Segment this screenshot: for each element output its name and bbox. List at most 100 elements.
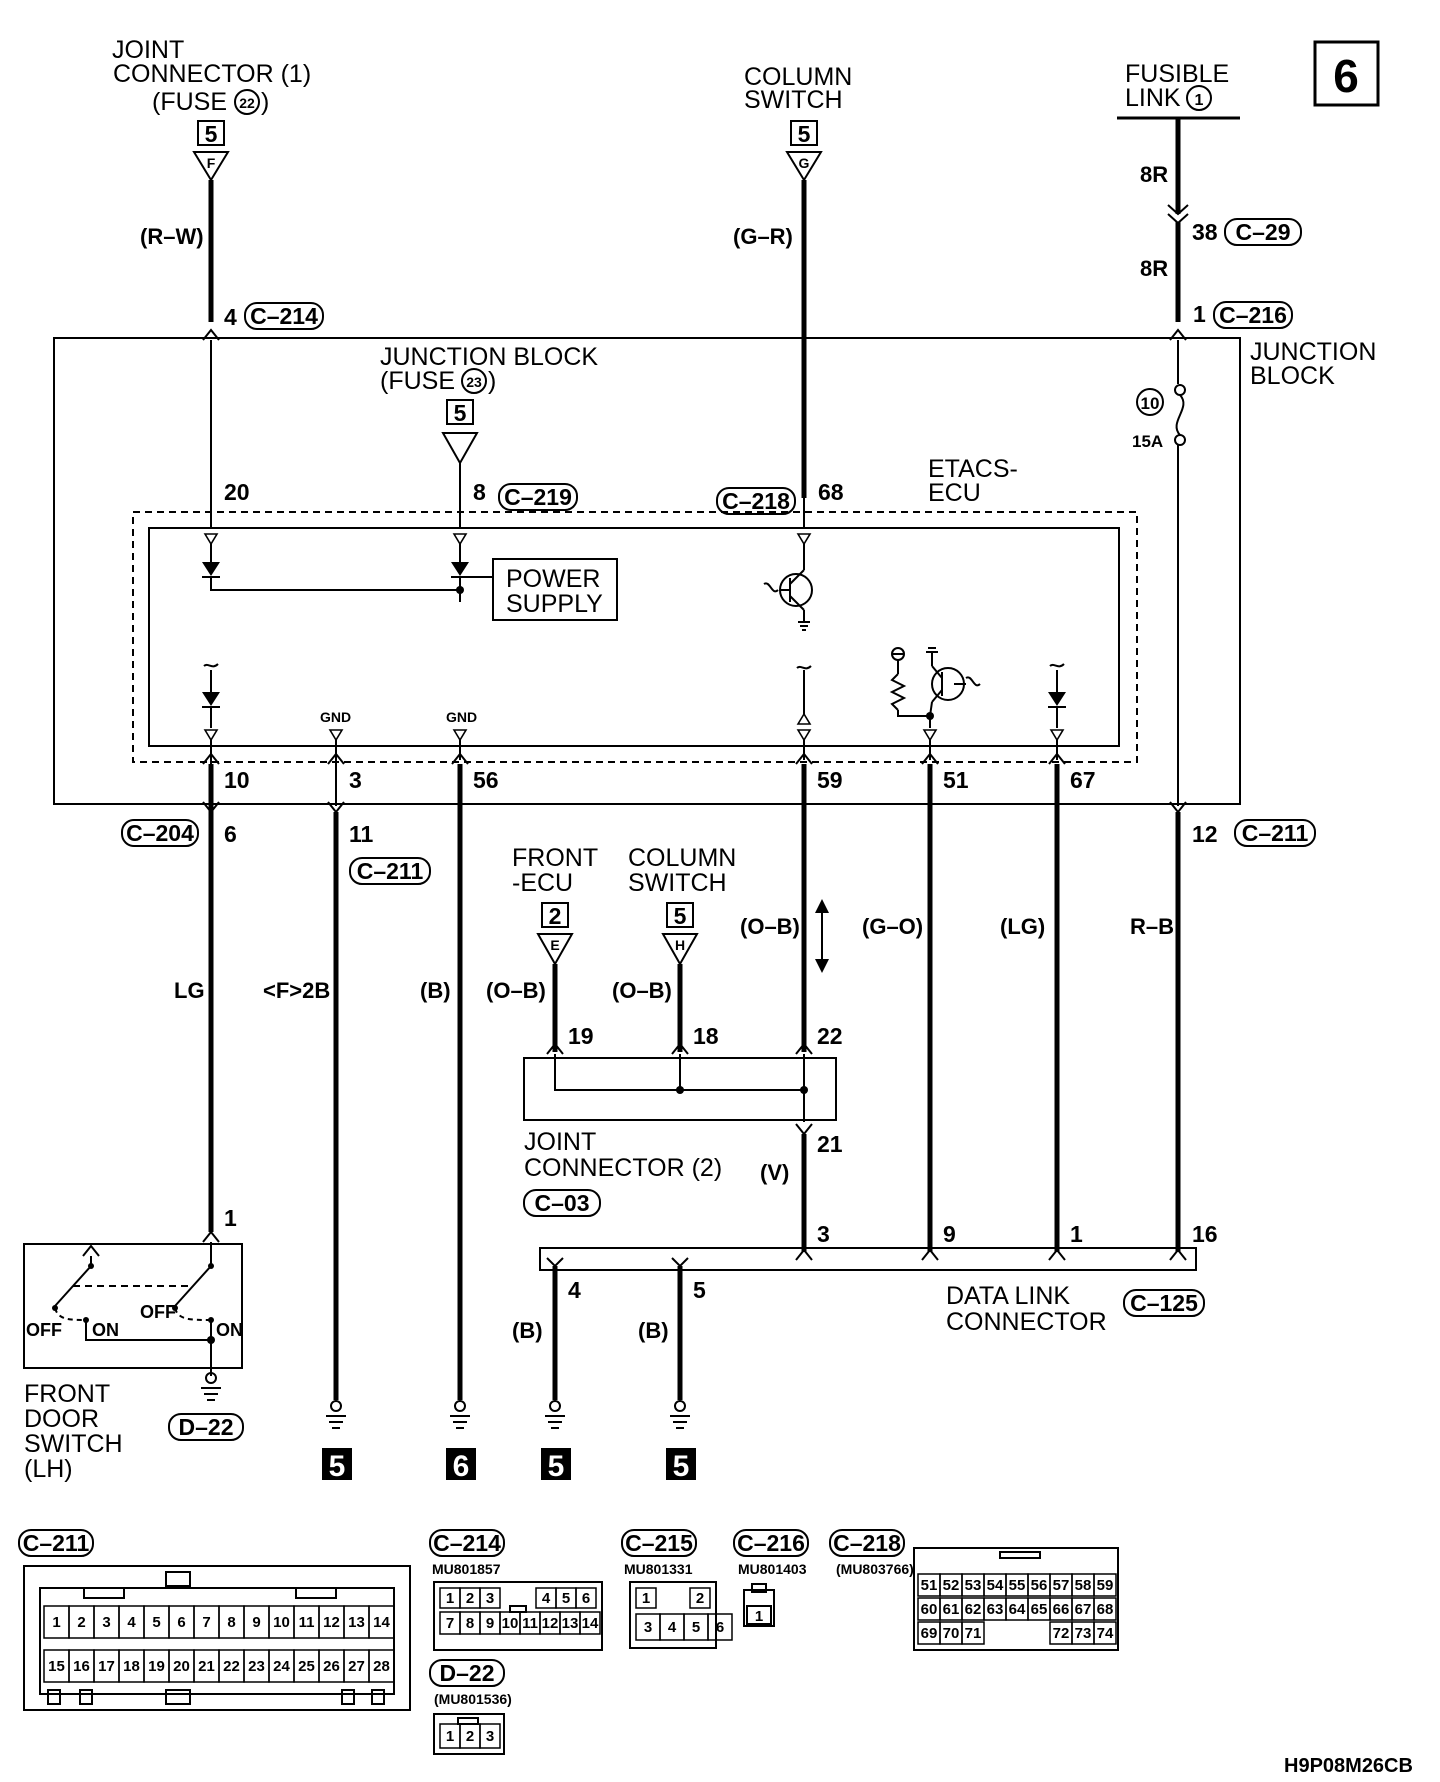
source-label: COLUMN (744, 63, 852, 91)
connector-cell-label: 24 (273, 1658, 290, 1675)
pin-number: 1 (1070, 1221, 1083, 1247)
connector-cell (707, 1613, 733, 1641)
connector-cell-label: 28 (373, 1658, 390, 1675)
pin-triangle (452, 533, 468, 546)
pin-number: 5 (693, 1277, 706, 1303)
connector-cell-label: 13 (348, 1614, 365, 1631)
svg-text:1: 1 (755, 1608, 763, 1625)
diode (202, 562, 220, 576)
svg-text:C–219: C–219 (504, 484, 572, 510)
wire-label: (O–B) (740, 914, 800, 939)
svg-text:SWITCH: SWITCH (24, 1430, 123, 1458)
wire-label: (B) (420, 978, 451, 1003)
connector-cell-label: 54 (987, 1577, 1004, 1594)
ground-symbols: 5 6 5 5 (322, 1400, 696, 1483)
wire-label: (B) (638, 1318, 669, 1343)
connector-cell-label: 2 (696, 1590, 704, 1607)
connector-cell-label: 13 (562, 1615, 579, 1632)
wire-label: LG (174, 978, 205, 1003)
source-label: SWITCH (628, 869, 727, 897)
column-switch-lower-source: COLUMN SWITCH 5 H (628, 844, 736, 967)
connector-cell-label: 9 (486, 1615, 494, 1632)
connector-tag-c219: C–219 (498, 483, 578, 511)
connector-cell-label: 1 (642, 1590, 650, 1607)
connector-cell-label: 59 (1097, 1577, 1114, 1594)
connector-cell-label: 66 (1053, 1601, 1070, 1618)
etacs-ecu-inner (148, 527, 1120, 747)
fuse-23-source: JUNCTION BLOCK (FUSE 23 ) 5 (380, 343, 598, 466)
connector-tag-c218-jb: C–218 (716, 487, 796, 515)
source-label: COLUMN (628, 844, 736, 872)
pin-number: 16 (1192, 1221, 1218, 1247)
ecu-label: ECU (928, 479, 981, 507)
connector-cell-label: 7 (446, 1615, 454, 1632)
ground-ref: 5 (329, 1450, 346, 1483)
pin-arrow (202, 328, 220, 341)
power-supply-box (492, 558, 618, 621)
connector-cell-label: 67 (1075, 1601, 1092, 1618)
svg-text:MU801331: MU801331 (624, 1561, 693, 1577)
connector-cell-label: 58 (1075, 1577, 1092, 1594)
ref-box (197, 120, 225, 146)
drawing-code: H9P08M26CB (1284, 1755, 1413, 1777)
ref-box (790, 120, 818, 146)
source-label: ) (261, 88, 269, 116)
fuse-number-circle (234, 89, 260, 115)
transistor (763, 544, 813, 631)
connector-cell-label: 57 (1053, 1577, 1070, 1594)
svg-text:C–218: C–218 (722, 488, 790, 514)
power-supply-label: POWER (506, 565, 600, 593)
connector-cell (579, 1611, 601, 1635)
connector-triangle (536, 933, 574, 967)
connector-cell-label: 11 (299, 1614, 315, 1631)
connector-cell-label: 5 (692, 1619, 700, 1636)
wire-label: (G–R) (733, 224, 793, 249)
connector-tag-c03 (523, 1189, 601, 1217)
ref-box (541, 902, 569, 928)
etacs-ecu-outline (132, 511, 1138, 763)
connector-cell-label: 2 (466, 1728, 474, 1745)
joint-connector-2: 19 18 22 21 JOINT CONNECTOR (2) C–03 (523, 1023, 843, 1217)
resistor-transistor-51 (889, 647, 981, 742)
junction-block-label: BLOCK (1250, 362, 1335, 390)
svg-text:MU801403: MU801403 (738, 1561, 807, 1577)
connector-cell (689, 1587, 711, 1609)
pin-number: 51 (943, 767, 969, 793)
connector-triangle (785, 151, 823, 182)
junction-block-label: JUNCTION (1250, 338, 1376, 366)
connector-cell-label: 16 (73, 1658, 90, 1675)
source-label: SWITCH (744, 86, 843, 114)
fuse-number: 23 (466, 374, 482, 390)
connector-cell-label: 62 (965, 1601, 982, 1618)
diode (202, 692, 220, 706)
connector-cell-label: 23 (248, 1658, 265, 1675)
connector-view-c216: C–216 MU801403 1 (733, 1529, 809, 1627)
jb-bottom-pins: 10 3 56 59 51 67 (202, 752, 1096, 793)
fuse-number: 10 (1141, 394, 1160, 413)
connector-cell-label: 8 (466, 1615, 474, 1632)
svg-text:ON: ON (92, 1320, 119, 1340)
svg-text:FRONT: FRONT (24, 1380, 110, 1408)
svg-text:(MU801536): (MU801536) (434, 1691, 512, 1707)
pin-triangle (1049, 729, 1065, 742)
wire (210, 577, 460, 591)
wire-label: (B) (512, 1318, 543, 1343)
connector-cell (479, 1723, 501, 1749)
diode (1048, 692, 1066, 706)
svg-text:D–22: D–22 (440, 1660, 495, 1686)
connector-cell-label: 4 (668, 1619, 677, 1636)
connector-cell (368, 1649, 395, 1683)
connector-cell-label: 14 (373, 1614, 390, 1631)
junction-block-outline (53, 337, 1241, 805)
column-switch-source: COLUMN SWITCH 5 G (744, 63, 852, 182)
connector-cell-label: 61 (943, 1601, 960, 1618)
source-label: LINK (1125, 84, 1181, 112)
svg-text:ON: ON (216, 1320, 243, 1340)
fusible-link-circle (1186, 85, 1212, 111)
connector-cell-label: 3 (644, 1619, 652, 1636)
pin-number: 3 (817, 1221, 830, 1247)
data-link-connector: 4 5 3 9 1 16 DATA LINK CONNECTOR C–125 (539, 1221, 1218, 1336)
pin-triangle (796, 729, 812, 742)
